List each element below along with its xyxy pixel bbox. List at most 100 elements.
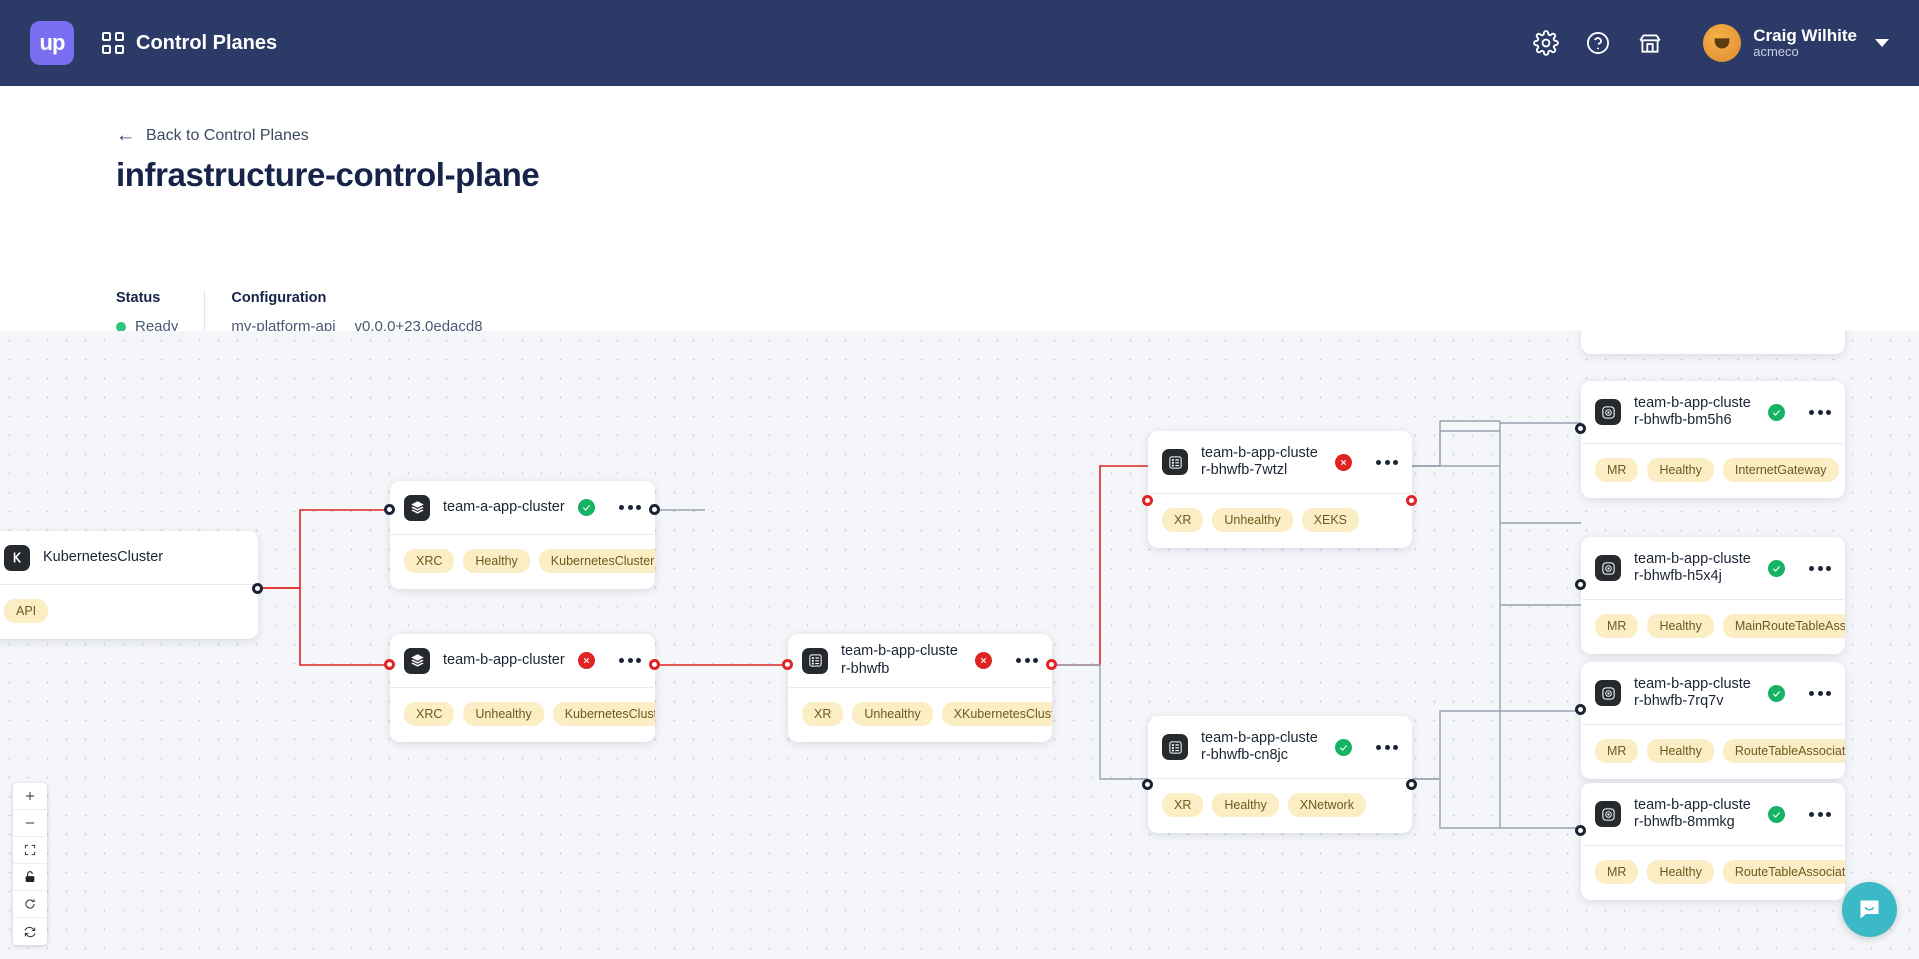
lock-toggle-button[interactable] [13, 864, 47, 891]
handle-7wtzl-left[interactable] [1142, 495, 1153, 506]
node-title: team-b-app-cluster-bhwfb-7wtzl [1201, 444, 1318, 478]
page-title: infrastructure-control-plane [116, 156, 540, 193]
node-header: team-b-app-cluster [390, 634, 655, 687]
back-link-label: Back to Control Planes [146, 126, 309, 144]
handle-cn8jc-left[interactable] [1142, 779, 1153, 790]
node-team-b-app-cluster-bhwfb-bm5h6[interactable]: team-b-app-cluster-bhwfb-bm5h6 MR Health… [1581, 381, 1845, 498]
node-team-b-app-cluster-bhwfb[interactable]: team-b-app-cluster-bhwfb XR Unhealthy XK… [788, 634, 1052, 742]
handle-bhwfb-left[interactable] [782, 659, 793, 670]
zoom-in-button[interactable] [13, 783, 47, 810]
node-divider [789, 687, 1051, 688]
status-value: Ready [135, 318, 179, 335]
nav-control-planes[interactable]: Control Planes [102, 32, 277, 55]
handle-bm5h6-left[interactable] [1575, 423, 1586, 434]
node-menu-button[interactable] [1376, 459, 1398, 465]
handle-team-a-left[interactable] [384, 504, 395, 515]
tag: KubernetesCluster [538, 549, 655, 573]
chat-launcher[interactable] [1842, 882, 1897, 937]
handle-cn8jc-right[interactable] [1406, 779, 1417, 790]
node-tags: API [0, 585, 258, 639]
node-team-b-app-cluster-bhwfb-h5x4j[interactable]: team-b-app-cluster-bhwfb-h5x4j MR Health… [1581, 537, 1845, 654]
node-divider [1582, 845, 1844, 846]
node-header: team-b-app-cluster-bhwfb [788, 634, 1052, 687]
tag: RouteTableAssociation [1722, 739, 1845, 763]
tag: Healthy [1647, 739, 1714, 763]
node-kubernetescluster[interactable]: KubernetesCluster API [0, 531, 258, 639]
node-tags: XR Unhealthy XKubernetesCluster [788, 688, 1052, 742]
back-to-control-planes-link[interactable]: ← Back to Control Planes [116, 126, 309, 145]
node-menu-button[interactable] [1809, 409, 1831, 415]
node-menu-button[interactable] [1809, 565, 1831, 571]
tag: Healthy [1647, 458, 1714, 482]
node-header: team-b-app-cluster-bhwfb-8mmkg [1581, 783, 1845, 845]
composite-resource-icon [1162, 734, 1188, 760]
status-healthy-icon [1768, 684, 1785, 702]
top-navigation-bar: up Control Planes Craig Wilhit [0, 0, 1919, 86]
zoom-out-button[interactable] [13, 810, 47, 837]
tag: InternetGateway [1722, 458, 1839, 482]
settings-gear-icon[interactable] [1533, 30, 1560, 56]
node-menu-button[interactable] [1809, 690, 1831, 696]
handle-kubernetescluster-right[interactable] [252, 583, 263, 594]
node-team-a-app-cluster[interactable]: team-a-app-cluster XRC Healthy Kubernete… [390, 481, 655, 589]
handle-7wtzl-right[interactable] [1406, 495, 1417, 506]
user-menu[interactable]: Craig Wilhite acmeco [1703, 24, 1889, 62]
marketplace-icon[interactable] [1637, 30, 1663, 56]
status-dot-icon [116, 321, 126, 332]
tag: XEKS [1301, 508, 1360, 532]
handle-7rq7v-left[interactable] [1575, 704, 1586, 715]
chevron-down-icon[interactable] [1875, 39, 1889, 47]
node-divider [1149, 778, 1411, 779]
node-team-b-app-cluster-bhwfb-7wtzl[interactable]: team-b-app-cluster-bhwfb-7wtzl XR Unheal… [1148, 431, 1412, 548]
refresh-button[interactable] [13, 918, 47, 945]
status-block: Status Ready [116, 290, 178, 335]
tag: Unhealthy [1212, 508, 1293, 532]
status-healthy-icon [1335, 738, 1352, 756]
node-header: team-b-app-cluster-bhwfb-h5x4j [1581, 537, 1845, 599]
node-team-b-app-cluster-bhwfb-8mmkg[interactable]: team-b-app-cluster-bhwfb-8mmkg MR Health… [1581, 783, 1845, 900]
handle-h5x4j-left[interactable] [1575, 579, 1586, 590]
managed-resource-icon [1595, 399, 1621, 425]
node-menu-button[interactable] [619, 658, 641, 663]
tag: KubernetesCluster [552, 702, 655, 726]
meta-divider [204, 290, 206, 346]
node-menu-button[interactable] [1809, 811, 1831, 817]
node-title: KubernetesCluster [43, 548, 164, 565]
user-name: Craig Wilhite [1753, 25, 1857, 45]
reset-button[interactable] [13, 891, 47, 918]
status-unhealthy-icon [578, 652, 595, 669]
node-title: team-b-app-cluster-bhwfb-cn8jc [1201, 729, 1318, 763]
status-unhealthy-icon [975, 652, 992, 669]
tag: MainRouteTableAssociation [1722, 614, 1845, 638]
layers-stack-icon [404, 647, 430, 674]
composite-resource-icon [1162, 449, 1188, 475]
status-healthy-icon [1768, 559, 1785, 577]
managed-resource-icon [1595, 801, 1621, 827]
node-header: team-b-app-cluster-bhwfb-cn8jc [1148, 716, 1412, 778]
node-menu-button[interactable] [619, 505, 641, 510]
handle-team-b-right[interactable] [649, 659, 660, 670]
help-question-icon[interactable] [1585, 30, 1611, 56]
resource-graph-canvas[interactable]: KubernetesCluster API team-a-app-cluster [0, 331, 1919, 959]
upbound-logo[interactable]: up [30, 21, 74, 65]
fit-view-button[interactable] [13, 837, 47, 864]
node-menu-button[interactable] [1016, 658, 1038, 663]
tag: XR [1162, 508, 1204, 532]
node-divider [1582, 724, 1844, 725]
node-team-b-app-cluster[interactable]: team-b-app-cluster XRC Unhealthy Kuberne… [390, 634, 655, 742]
node-clipped-top[interactable] [1581, 331, 1845, 354]
tag: Unhealthy [463, 702, 544, 726]
handle-8mmkg-left[interactable] [1575, 825, 1586, 836]
node-menu-button[interactable] [1376, 744, 1398, 750]
tag: MR [1595, 860, 1639, 884]
handle-team-b-left[interactable] [384, 659, 395, 670]
node-header: team-b-app-cluster-bhwfb-7wtzl [1148, 431, 1412, 493]
node-header: KubernetesCluster [0, 531, 258, 584]
tag: XR [1162, 793, 1204, 817]
handle-bhwfb-right[interactable] [1046, 659, 1057, 670]
node-team-b-app-cluster-bhwfb-7rq7v[interactable]: team-b-app-cluster-bhwfb-7rq7v MR Health… [1581, 662, 1845, 779]
node-team-b-app-cluster-bhwfb-cn8jc[interactable]: team-b-app-cluster-bhwfb-cn8jc XR Health… [1148, 716, 1412, 833]
tag: Healthy [1647, 860, 1714, 884]
status-healthy-icon [578, 499, 595, 516]
handle-team-a-right[interactable] [649, 504, 660, 515]
